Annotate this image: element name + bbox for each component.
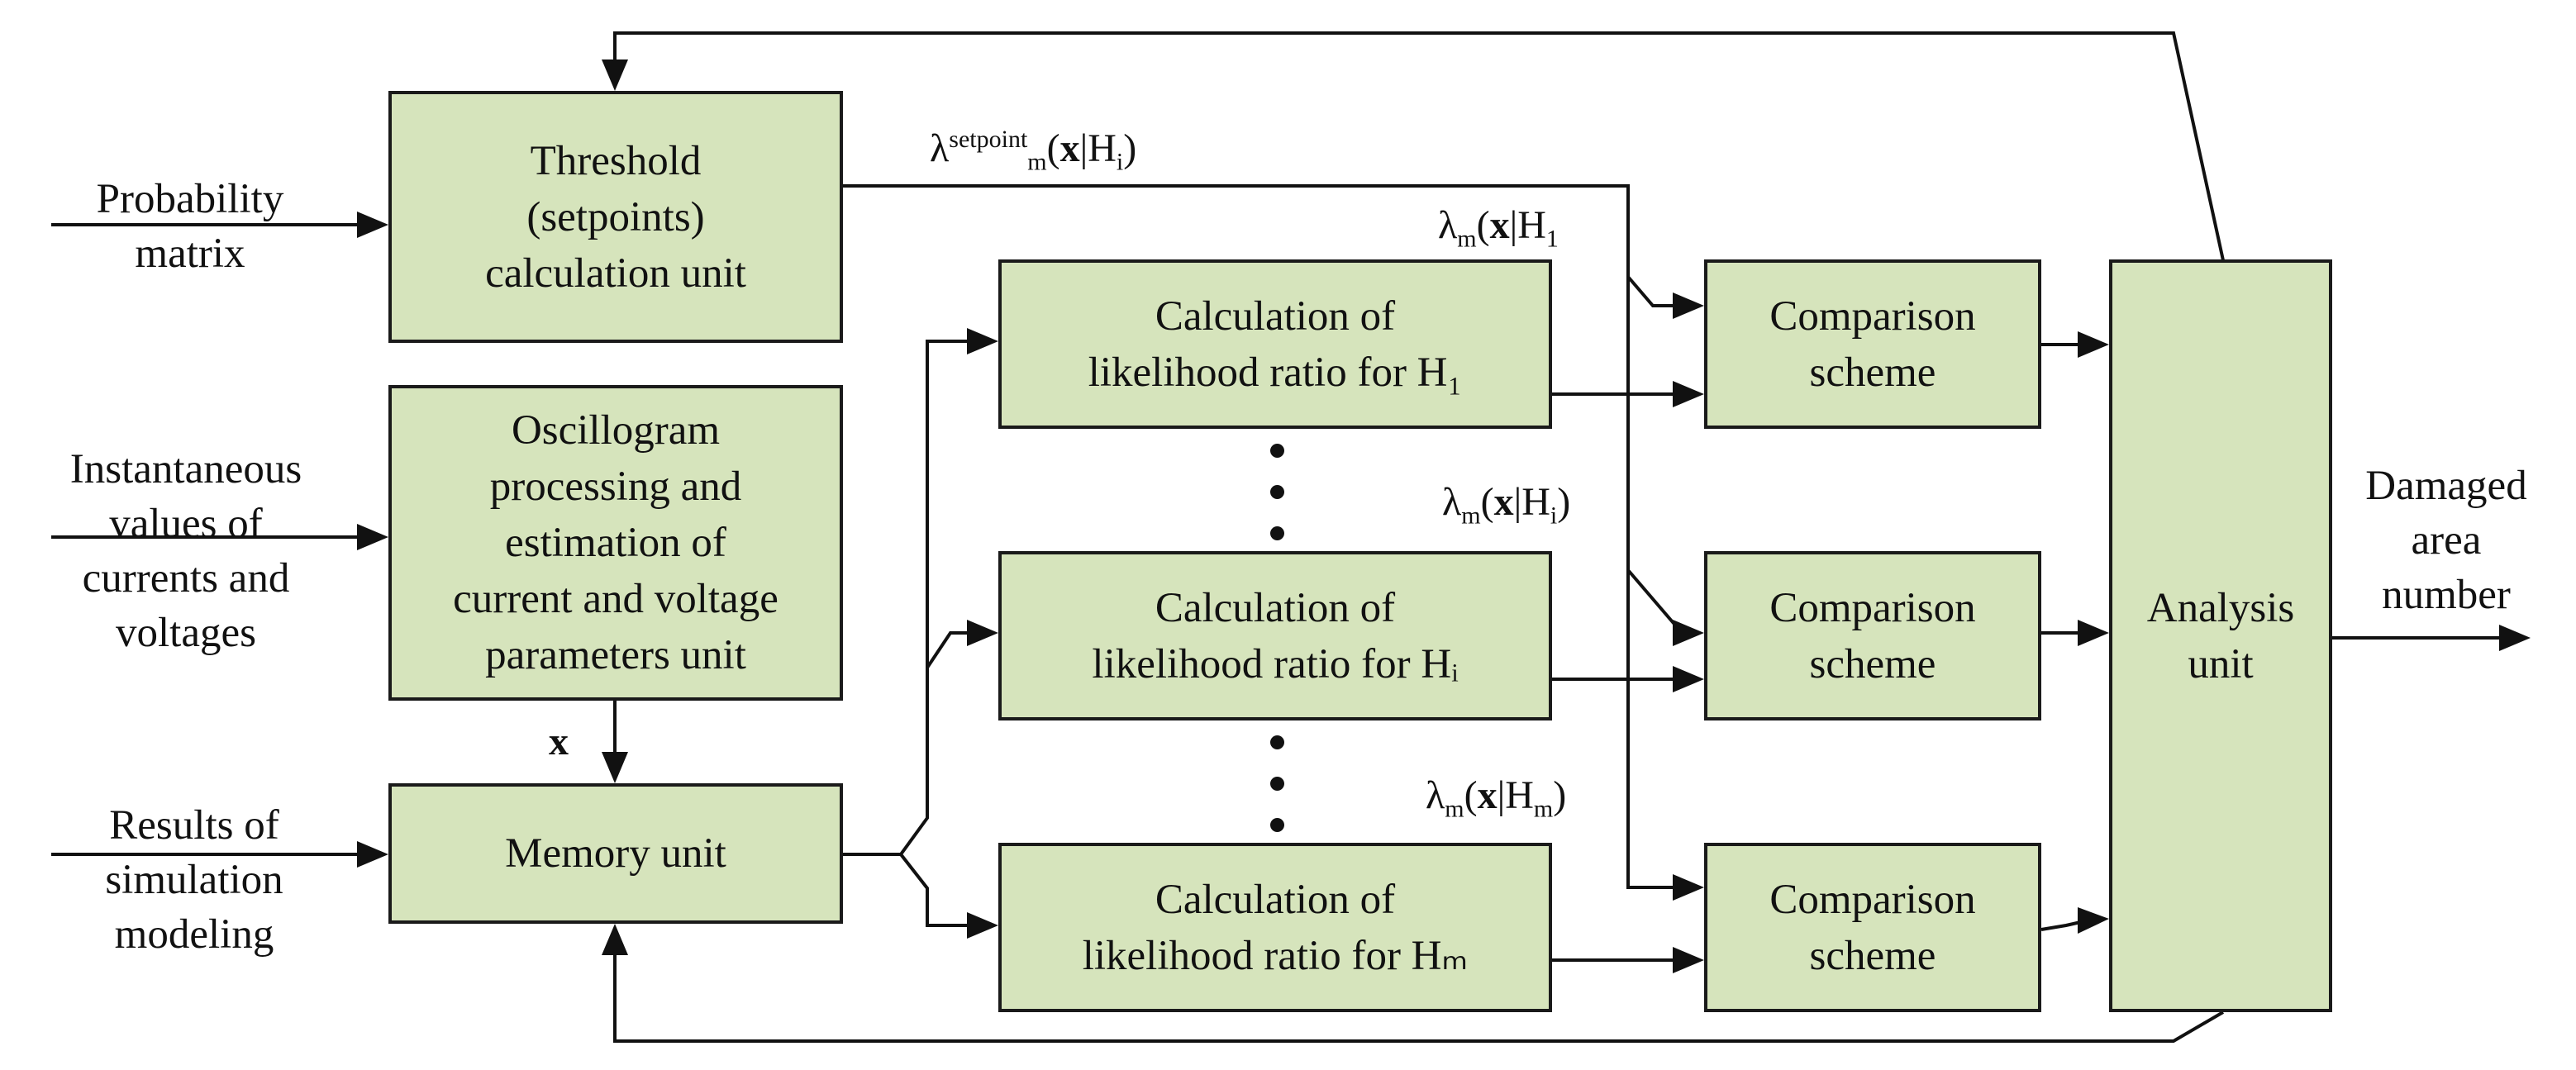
close-paren: ) [1123, 126, 1137, 170]
setpoint-superscript: setpoint [949, 126, 1028, 153]
calc-likelihood-h1-box: Calculation of likelihood ratio for H₁ [998, 259, 1552, 429]
lambda-symbol: λ [1438, 203, 1458, 247]
oscillogram-processing-text: Oscillogram processing and estimation of… [453, 407, 779, 678]
i-subscript: i [1116, 148, 1124, 176]
x-bold: x [1493, 480, 1514, 524]
x-signal-label: x [549, 720, 569, 763]
ellipsis-dot [1270, 526, 1284, 540]
oscillogram-processing-box: Oscillogram processing and estimation of… [388, 385, 843, 701]
ellipsis-dot [1270, 444, 1284, 458]
analysis-unit-text: Analysis unit [2146, 584, 2295, 687]
open-paren: ( [1476, 203, 1490, 247]
lambda-setpoint-label: λsetpointm(x|Hi) [930, 126, 1136, 177]
ellipsis-dot [1270, 777, 1284, 791]
calc-likelihood-h1-text: Calculation of likelihood ratio for H₁ [1088, 292, 1463, 396]
m-subscript: m [1027, 148, 1047, 176]
threshold-calculation-box: Threshold (setpoints) calculation unit [388, 91, 843, 343]
x-bold: x [1477, 773, 1498, 817]
simulation-results-label: Results of simulation modeling [105, 802, 283, 958]
m-h-subscript: m [1533, 795, 1554, 823]
open-paren: ( [1046, 126, 1060, 170]
lambda-h1-label: λm(x|H1 [1438, 202, 1559, 254]
ellipsis-dot [1270, 735, 1284, 749]
i-subscript: i [1550, 502, 1558, 530]
calc-likelihood-hm-text: Calculation of likelihood ratio for Hₘ [1082, 876, 1469, 979]
bar-h: |H [1497, 773, 1534, 817]
comparison-scheme-m-text: Comparison scheme [1769, 876, 1976, 979]
close-paren: ) [1553, 773, 1567, 817]
x-bold: x [1059, 126, 1080, 170]
lambda-symbol: λ [930, 126, 950, 170]
open-paren: ( [1480, 480, 1494, 524]
analysis-unit-box: Analysis unit [2109, 259, 2332, 1012]
ellipsis-dot [1270, 485, 1284, 499]
m-subscript: m [1457, 225, 1477, 253]
calc-likelihood-hi-text: Calculation of likelihood ratio for Hᵢ [1092, 584, 1459, 687]
comparison-scheme-m-box: Comparison scheme [1704, 843, 2041, 1012]
comparison-scheme-i-box: Comparison scheme [1704, 551, 2041, 720]
bar-h: |H [1509, 203, 1546, 247]
one-subscript: 1 [1545, 225, 1559, 253]
x-bold: x [1489, 203, 1510, 247]
memory-unit-box: Memory unit [388, 783, 843, 924]
instantaneous-values-label: Instantaneous values of currents and vol… [69, 446, 302, 656]
comparison-scheme-1-text: Comparison scheme [1769, 292, 1976, 396]
m-subscript: m [1461, 502, 1481, 530]
calc-likelihood-hi-box: Calculation of likelihood ratio for Hᵢ [998, 551, 1552, 720]
memory-unit-text: Memory unit [505, 830, 726, 877]
bar-h: |H [1079, 126, 1117, 170]
lambda-hm-label: λm(x|Hm) [1426, 773, 1566, 824]
ellipsis-dot [1270, 818, 1284, 832]
bar-h: |H [1513, 480, 1550, 524]
probability-matrix-label: Probability matrix [96, 176, 284, 277]
threshold-calculation-text: Threshold (setpoints) calculation unit [485, 137, 746, 297]
comparison-scheme-i-text: Comparison scheme [1769, 584, 1976, 687]
lambda-symbol: λ [1426, 773, 1445, 817]
comparison-scheme-1-box: Comparison scheme [1704, 259, 2041, 429]
lambda-symbol: λ [1442, 480, 1462, 524]
calc-likelihood-hm-box: Calculation of likelihood ratio for Hₘ [998, 843, 1552, 1012]
close-paren: ) [1557, 480, 1571, 524]
open-paren: ( [1464, 773, 1478, 817]
lambda-hi-label: λm(x|Hi) [1442, 479, 1570, 530]
m-subscript: m [1445, 795, 1464, 823]
damaged-area-number-label: Damaged area number [2365, 463, 2527, 618]
